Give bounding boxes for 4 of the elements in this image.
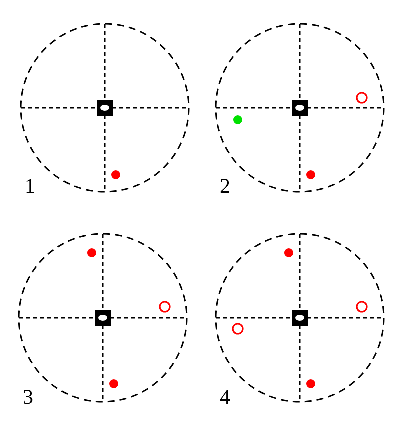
panel-number: 4 [220, 387, 230, 408]
panel-number: 1 [25, 176, 36, 197]
panel-number: 2 [220, 176, 230, 197]
panel-number: 3 [23, 387, 34, 408]
